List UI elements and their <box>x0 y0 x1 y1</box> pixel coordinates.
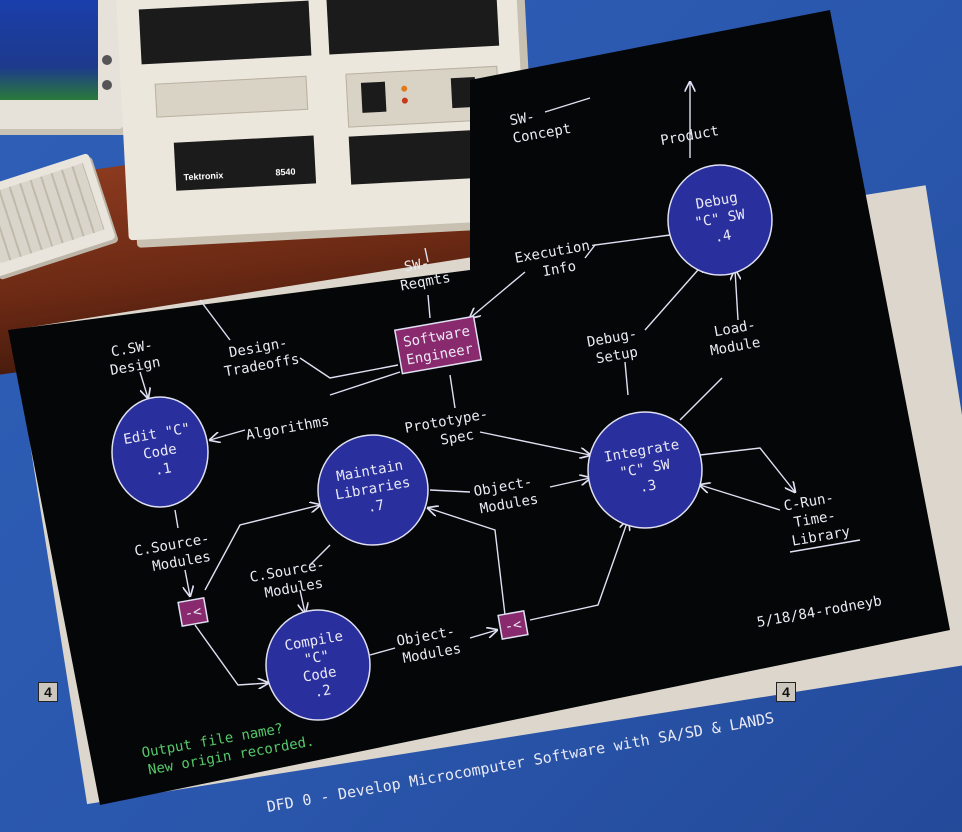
branch-symbol-glyph: -< <box>183 604 202 623</box>
process-integrate: Integrate "C" SW .3 <box>588 412 702 528</box>
process-compile: Compile "C" Code .2 <box>266 610 370 720</box>
process-edit-number: .1 <box>153 460 172 479</box>
process-maintain: Maintain Libraries .7 <box>318 435 428 545</box>
flow-label-sw-reqmts: SW- <box>403 255 431 275</box>
page-marker: 4 <box>38 682 58 702</box>
branch-symbol: -< <box>178 598 208 626</box>
branch-symbol: -< <box>498 611 528 639</box>
process-compile-number: .2 <box>313 682 332 701</box>
process-debug: Debug "C" SW .4 <box>668 165 772 275</box>
process-edit: Edit "C" Code .1 <box>112 397 208 507</box>
process-maintain-number: .7 <box>366 497 385 516</box>
branch-symbol-glyph: -< <box>503 617 522 636</box>
page-marker: 4 <box>776 682 796 702</box>
process-integrate-number: .3 <box>638 477 657 496</box>
process-debug-number: .4 <box>713 227 732 246</box>
